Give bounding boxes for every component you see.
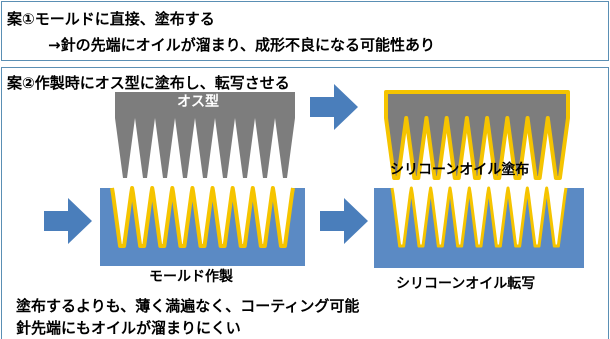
transfer-mold-shape (374, 188, 584, 268)
oil-transfer-illustration (374, 186, 584, 268)
plan1-title: 案①モールドに直接、塗布する (7, 10, 215, 28)
arrow-right-icon (320, 198, 368, 244)
arrow-right-icon (310, 84, 358, 130)
mold-oil-lining (110, 186, 295, 248)
male-mold-illustration (115, 92, 295, 178)
mold-made-label: モールド作製 (149, 269, 233, 285)
plan1-result: →針の先端にオイルが溜まり、成形不良になる可能性あり (48, 36, 435, 54)
plan1-box: 案①モールドに直接、塗布する →針の先端にオイルが溜まり、成形不良になる可能性あ… (1, 1, 609, 61)
arrow-right-icon (44, 198, 92, 244)
male-mold-label: オス型 (177, 94, 219, 110)
oil-transfer-label: シリコーンオイル転写 (396, 276, 536, 292)
conclusion-line2: 針先端にもオイルが溜まりにくい (16, 319, 241, 337)
plan2-title: 案②作製時にオス型に塗布し、転写させる (7, 74, 290, 92)
transfer-oil-lining (390, 186, 568, 248)
coated-mold-shape (384, 90, 570, 180)
oil-coated-mold-illustration (384, 90, 570, 180)
male-mold-shape (115, 92, 295, 178)
oil-coated-label: シリコーンオイル塗布 (390, 162, 530, 178)
mold-made-illustration (100, 186, 305, 266)
conclusion-line1: 塗布するよりも、薄く満遍なく、コーティング可能 (16, 297, 360, 315)
